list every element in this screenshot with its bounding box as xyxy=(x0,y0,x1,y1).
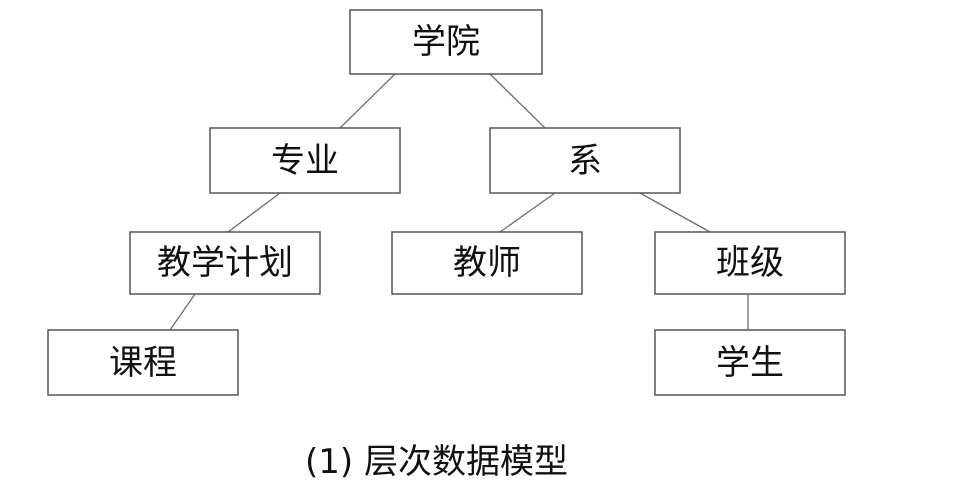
node-college-label: 学院 xyxy=(412,22,480,62)
diagram-caption: (1) 层次数据模型 xyxy=(305,442,568,482)
edge-teaching-plan-course xyxy=(169,293,196,331)
node-teacher: 教师 xyxy=(391,231,583,295)
node-department: 系 xyxy=(489,127,681,194)
node-student-box xyxy=(654,329,846,396)
edge-college-department xyxy=(489,73,546,129)
node-teacher-label: 教师 xyxy=(453,243,521,283)
node-teaching-plan-label: 教学计划 xyxy=(157,243,293,283)
node-class: 班级 xyxy=(654,231,846,295)
node-student-label: 学生 xyxy=(716,343,784,383)
node-teacher-box xyxy=(391,231,583,295)
node-class-box xyxy=(654,231,846,295)
node-department-label: 系 xyxy=(568,141,602,181)
node-major: 专业 xyxy=(209,127,401,194)
node-course: 课程 xyxy=(47,329,239,396)
node-major-box xyxy=(209,127,401,194)
node-student: 学生 xyxy=(654,329,846,396)
node-class-label: 班级 xyxy=(716,243,784,283)
node-teaching-plan-box xyxy=(129,231,321,295)
node-department-box xyxy=(489,127,681,194)
node-course-label: 课程 xyxy=(109,343,177,383)
node-course-box xyxy=(47,329,239,396)
edge-department-class xyxy=(639,192,711,233)
edge-major-teaching-plan xyxy=(227,192,281,233)
edge-college-major xyxy=(339,73,396,129)
node-teaching-plan: 教学计划 xyxy=(129,231,321,295)
edge-department-teacher xyxy=(499,192,556,233)
node-college: 学院 xyxy=(349,9,543,75)
node-major-label: 专业 xyxy=(271,141,339,181)
node-college-box xyxy=(349,9,543,75)
